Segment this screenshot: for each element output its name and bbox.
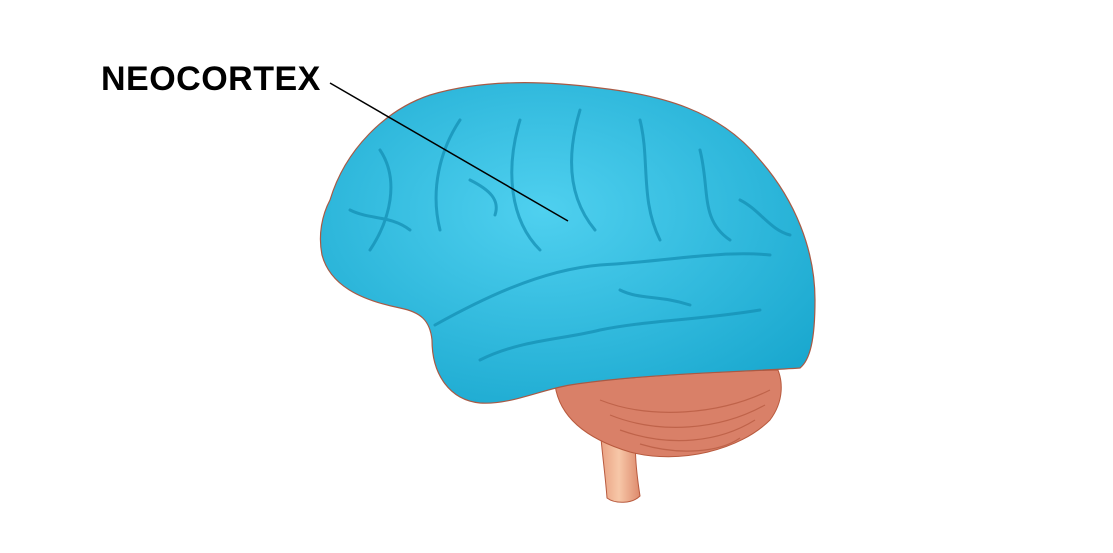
label-leader-line (329, 82, 569, 222)
neocortex (319, 82, 816, 404)
gyri-folds (348, 108, 792, 362)
cerebellum-folds (599, 389, 771, 452)
neocortex-label: NEOCORTEX (101, 60, 321, 98)
